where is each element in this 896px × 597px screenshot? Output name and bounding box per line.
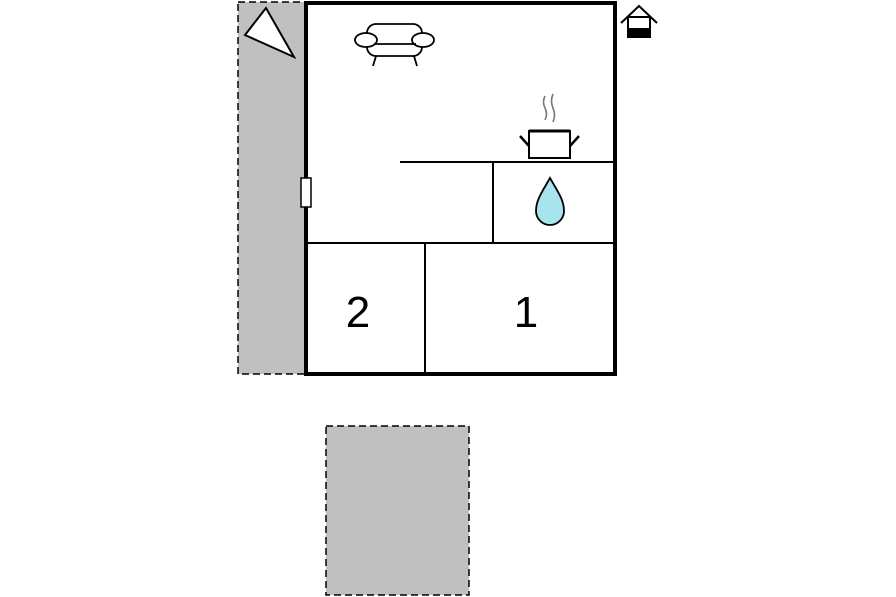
terrace-triangle-icon — [243, 6, 297, 60]
room-label-1: 1 — [514, 288, 538, 337]
door — [300, 177, 312, 208]
house-outline — [304, 1, 617, 376]
cooking-pot-icon — [519, 93, 580, 159]
inner-walls — [306, 161, 614, 374]
sofa-icon — [354, 23, 435, 67]
water-drop-icon — [535, 176, 565, 226]
terrace-bottom-area — [325, 425, 470, 596]
house-floor-icon — [620, 4, 658, 38]
room-label-2: 2 — [346, 288, 370, 337]
